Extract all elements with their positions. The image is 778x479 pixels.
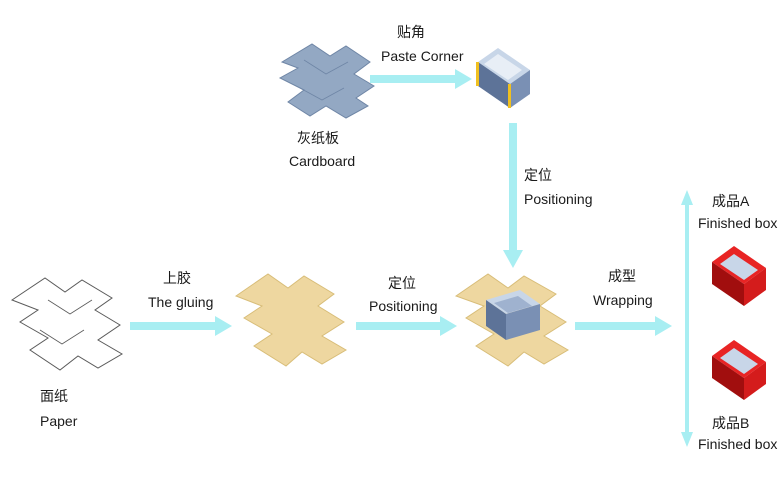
paper-sheet-icon	[10, 277, 123, 371]
paste-corner-label-zh: 贴角	[397, 24, 425, 40]
finished-a-label-en: Finished box	[698, 215, 777, 231]
cardboard-label-zh: 灰纸板	[297, 130, 339, 146]
arrow-finished-split	[681, 190, 693, 447]
positioning-vertical-label-en: Positioning	[524, 191, 593, 207]
glued-paper-icon	[234, 273, 347, 367]
paper-label-en: Paper	[40, 413, 78, 429]
paste-corner-label-en: Paste Corner	[381, 48, 464, 64]
cardboard-label-en: Cardboard	[289, 153, 355, 169]
gluing-label-zh: 上胶	[163, 270, 191, 286]
arrow-corner-to-positioning	[503, 123, 523, 268]
positioning-flat-label-zh: 定位	[388, 275, 416, 291]
finished-b-label-zh: 成品B	[712, 415, 749, 431]
tray-with-corners-icon	[476, 48, 530, 108]
cardboard-icon	[278, 43, 375, 119]
arrow-paper-to-gluing	[130, 316, 232, 336]
positioning-vertical-label-zh: 定位	[524, 167, 552, 183]
paper-with-tray-icon	[454, 273, 569, 367]
gluing-label-en: The gluing	[148, 294, 213, 310]
arrow-gluing-to-positioning	[356, 316, 457, 336]
wrapping-label-zh: 成型	[608, 268, 636, 284]
finished-a-label-zh: 成品A	[712, 193, 750, 209]
paper-label-zh: 面纸	[40, 388, 68, 404]
arrow-positioning-to-wrapping	[575, 316, 672, 336]
positioning-flat-label-en: Positioning	[369, 298, 438, 314]
arrow-cardboard-to-corner	[370, 69, 472, 89]
finished-b-label-en: Finished box	[698, 436, 777, 452]
finished-box-a-icon	[712, 246, 766, 306]
finished-box-b-icon	[712, 340, 766, 400]
wrapping-label-en: Wrapping	[593, 292, 653, 308]
